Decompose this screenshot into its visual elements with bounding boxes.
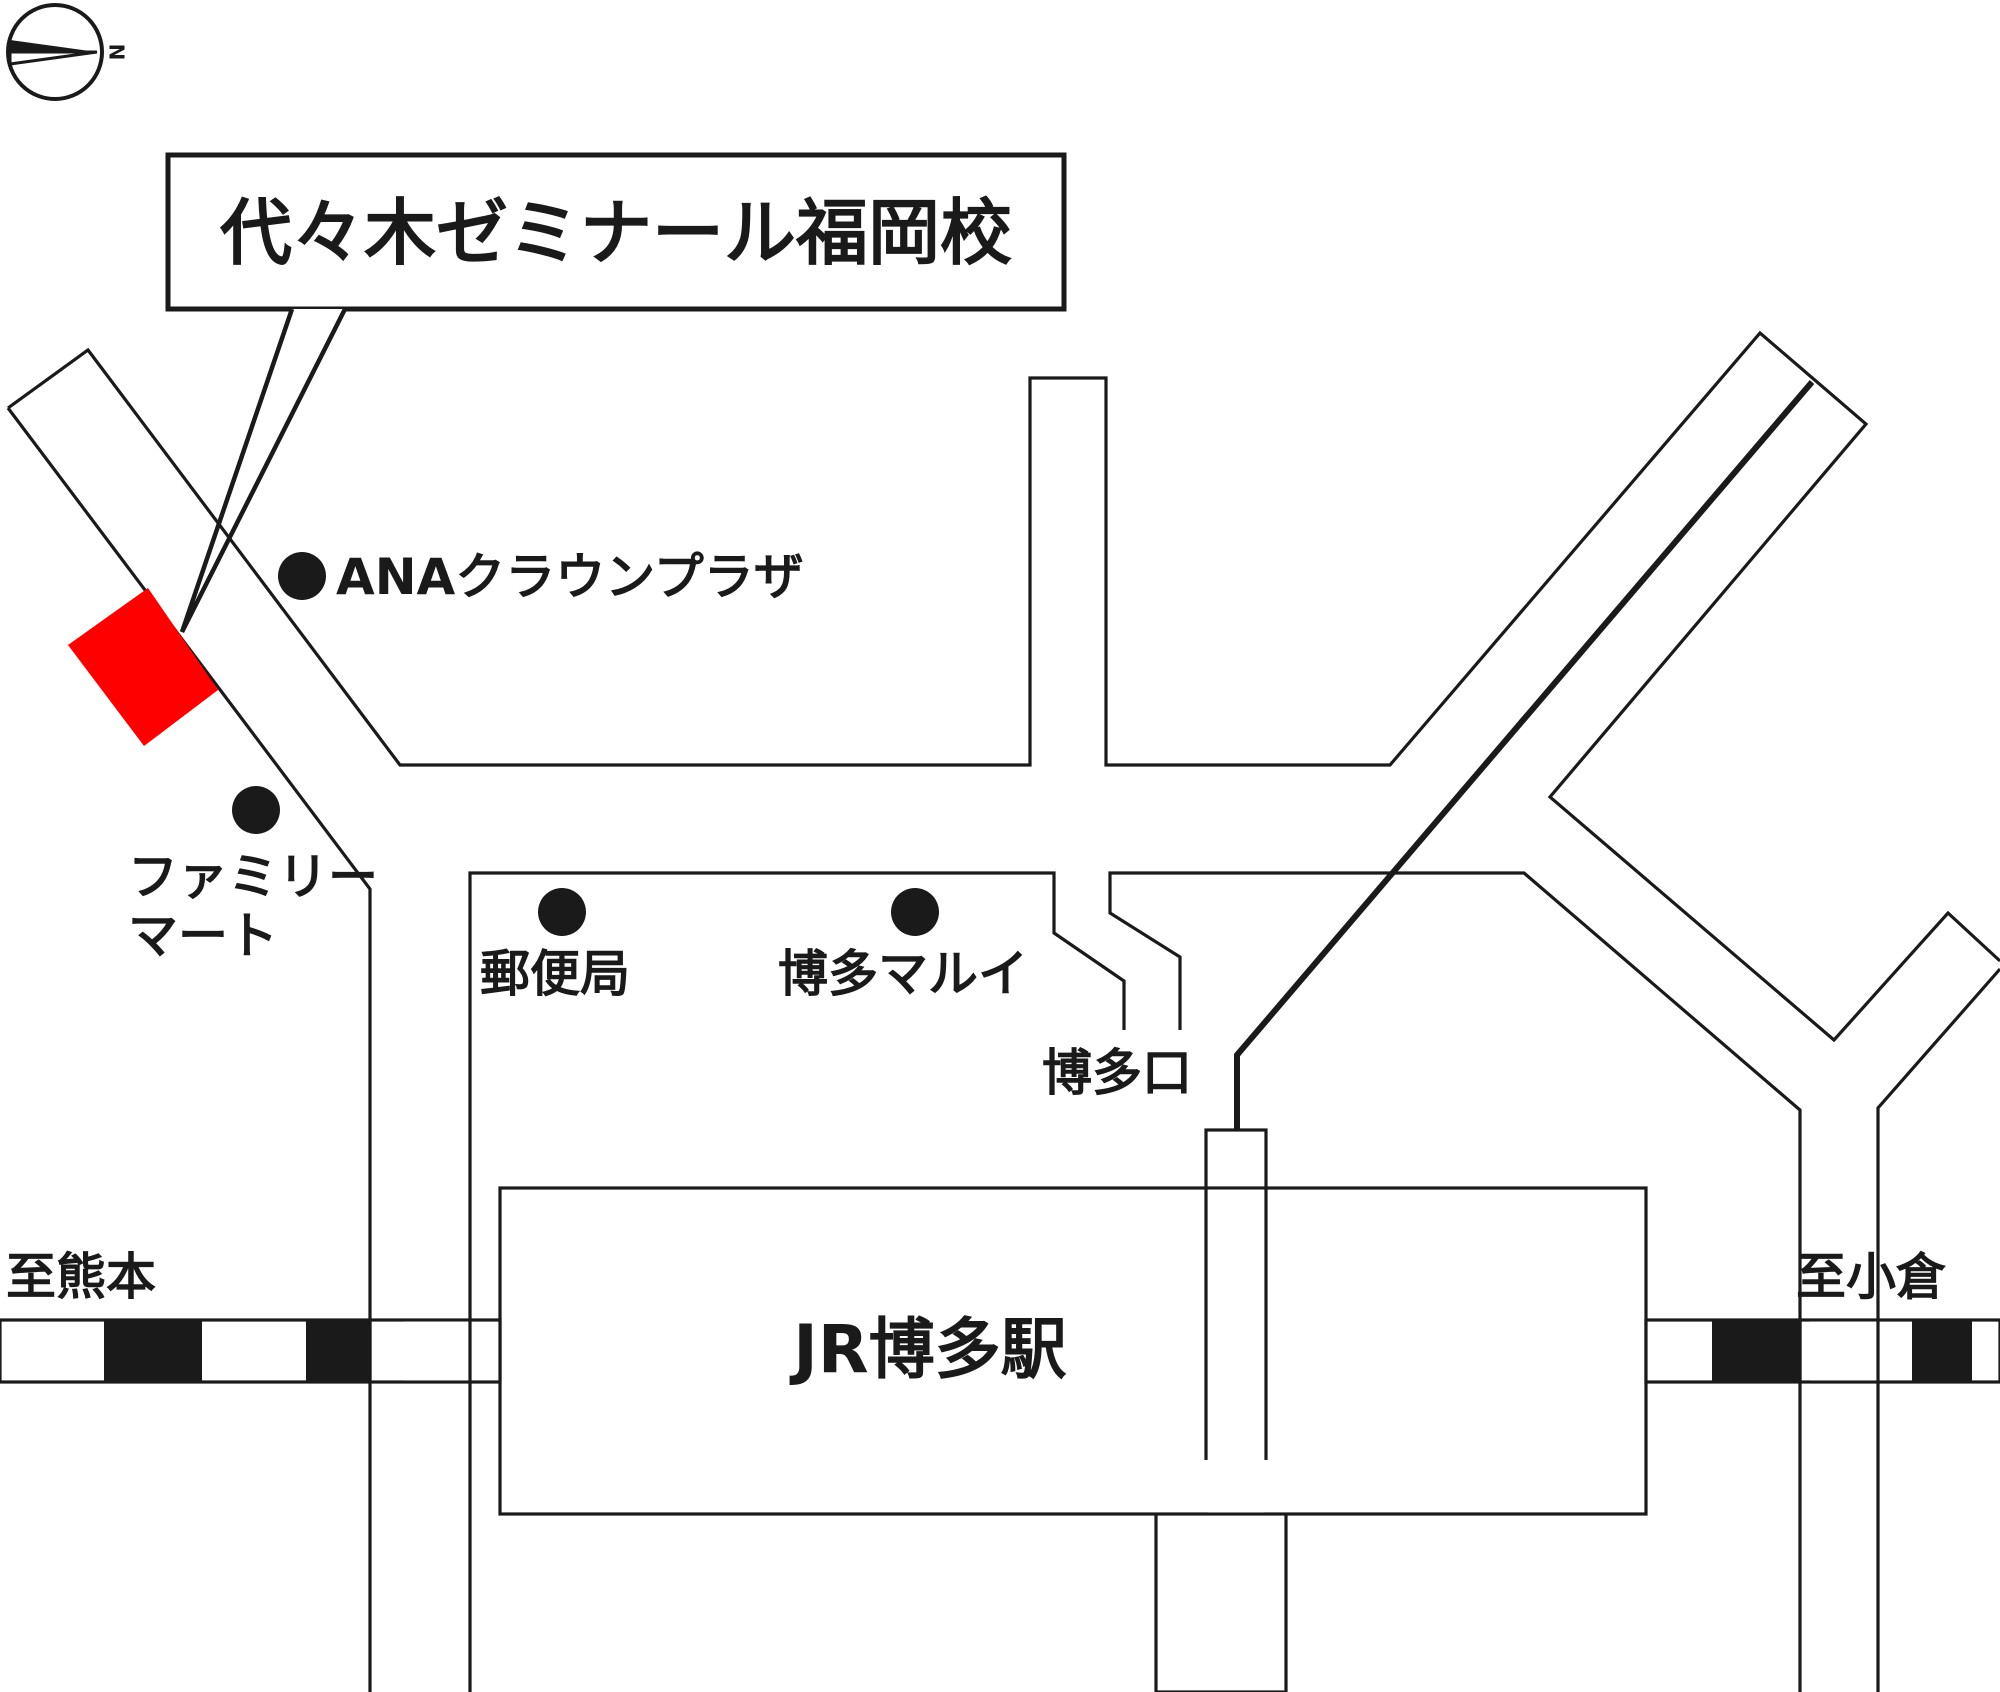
landmark-dot xyxy=(232,786,280,834)
track-line xyxy=(1234,380,1815,1130)
callout-title: 代々木ゼミナール福岡校 xyxy=(219,191,1012,275)
landmark-dot xyxy=(278,552,326,600)
landmark-familymart: ファミリー マート xyxy=(128,786,378,965)
direction-right-label: 至小倉 xyxy=(1796,1248,1946,1306)
school-location-marker[interactable] xyxy=(68,588,218,746)
landmark-label-line1: ファミリー xyxy=(128,848,378,906)
callout-box xyxy=(165,152,1067,312)
station-concourse-overlay xyxy=(1207,1189,1265,1513)
landmark-post-office: 郵便局 xyxy=(480,888,630,1003)
hakata-exit-label: 博多口 xyxy=(1042,1044,1192,1102)
school-callout: 代々木ゼミナール福岡校 xyxy=(165,152,1067,634)
station-label: JR博多駅 xyxy=(789,1311,1066,1388)
landmark-ana-crowne-plaza: ANAクラウンプラザ xyxy=(278,548,804,606)
landmark-label-line2: マート xyxy=(128,907,278,965)
landmark-label: ANAクラウンプラザ xyxy=(336,548,804,606)
street-crossings xyxy=(368,1320,1880,1382)
landmark-dot xyxy=(538,888,586,936)
south-street xyxy=(468,871,2000,1692)
landmark-label: 博多マルイ xyxy=(778,945,1028,1003)
landmark-dot xyxy=(891,888,939,936)
callout-pointer xyxy=(179,307,348,634)
station-building xyxy=(498,1186,1648,1516)
direction-left-label: 至熊本 xyxy=(6,1248,156,1306)
compass-north-label: N xyxy=(105,44,129,61)
compass: N xyxy=(6,3,129,101)
landmark-label: 郵便局 xyxy=(480,945,630,1003)
landmark-hakata-marui: 博多マルイ xyxy=(778,888,1028,1003)
compass-needle-icon xyxy=(10,40,97,52)
diagonal-street xyxy=(6,330,2000,1692)
compass-needle-tail xyxy=(8,50,98,66)
